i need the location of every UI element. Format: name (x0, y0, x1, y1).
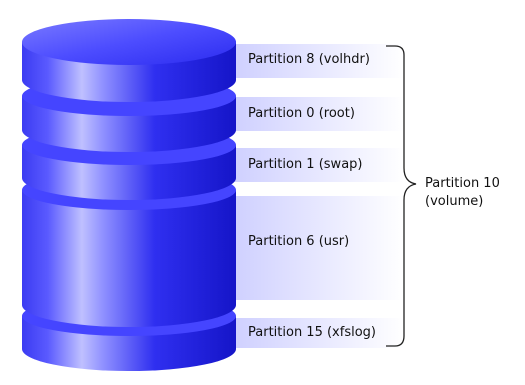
band-xfslog (234, 318, 404, 348)
band-usr (234, 196, 404, 300)
segment-usr (22, 190, 236, 327)
label-partition-6: Partition 6 (usr) (248, 234, 350, 249)
band-swap (234, 148, 404, 182)
volume-brace (386, 45, 417, 347)
disk-cylinder (22, 19, 236, 371)
volume-label-line1: Partition 10 (425, 176, 500, 191)
label-partition-1: Partition 1 (swap) (248, 157, 363, 172)
band-volhdr (234, 44, 404, 78)
label-bands (234, 44, 404, 348)
disk-top-face (22, 19, 236, 65)
label-partition-0: Partition 0 (root) (248, 106, 355, 121)
label-partition-8: Partition 8 (volhdr) (248, 52, 370, 67)
label-partition-15: Partition 15 (xfslog) (248, 325, 376, 340)
volume-label-line2: (volume) (425, 194, 484, 209)
band-root (234, 97, 404, 131)
